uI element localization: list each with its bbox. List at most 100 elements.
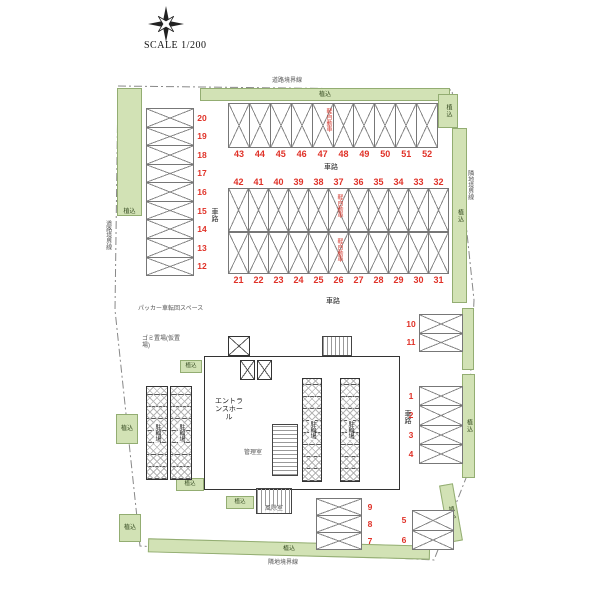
parking-space: 16 xyxy=(146,182,210,202)
parking-space: 45 xyxy=(269,103,292,160)
planting-area: 植込 xyxy=(119,514,141,542)
parking-space: 35 xyxy=(368,176,389,232)
stall-markings xyxy=(348,232,369,274)
stall-markings xyxy=(374,103,397,148)
parking-space: 1 xyxy=(403,386,463,407)
stall-markings xyxy=(388,188,409,232)
space-number: 39 xyxy=(293,177,304,187)
north-compass-icon xyxy=(148,6,184,42)
stall-markings xyxy=(146,200,194,221)
parking-space: 40 xyxy=(268,176,289,232)
elevator-shaft xyxy=(257,360,272,380)
space-number: 50 xyxy=(380,149,391,159)
entrance-hall-label: エントランスホール xyxy=(215,398,243,422)
garbage-area-label: ゴミ置場(仮置場) xyxy=(142,336,180,349)
space-number: 8 xyxy=(367,519,373,529)
space-number: 20 xyxy=(197,112,207,123)
space-number: 22 xyxy=(253,275,264,285)
planting-label: 植込 xyxy=(123,525,136,531)
stall-markings xyxy=(316,532,362,550)
stall-markings xyxy=(416,103,439,148)
space-number: 13 xyxy=(197,242,207,253)
bicycle-parking-tower: 駐輪場 xyxy=(170,386,192,480)
space-number: 47 xyxy=(317,149,328,159)
space-number: 31 xyxy=(433,275,444,285)
stall-markings xyxy=(419,443,463,464)
space-number: 38 xyxy=(313,177,324,187)
space-number: 43 xyxy=(233,149,244,159)
stall-markings xyxy=(328,232,349,274)
parking-space: 47 xyxy=(311,103,334,160)
road-boundary-label: 道路境界線 xyxy=(104,220,111,250)
parking-column-bottom-mid: 9 8 7 xyxy=(316,498,378,550)
stall-markings xyxy=(146,126,194,147)
parking-space: 25 xyxy=(308,232,329,286)
stall-markings xyxy=(412,529,454,550)
parking-space: 17 xyxy=(146,163,210,184)
stall-markings xyxy=(146,145,194,165)
space-number: 40 xyxy=(273,177,284,187)
stall-markings xyxy=(316,498,362,516)
drive-aisle-label: 車路 xyxy=(324,164,338,171)
parking-space: 18 xyxy=(146,145,210,165)
scale-label: SCALE 1/200 xyxy=(144,40,207,51)
space-number: 32 xyxy=(433,177,444,187)
stall-markings xyxy=(419,314,463,334)
stall-markings xyxy=(419,332,463,352)
space-number: 44 xyxy=(254,149,265,159)
windbreak-label: 風除室 xyxy=(264,506,283,513)
stall-markings xyxy=(146,182,194,202)
space-number: 23 xyxy=(273,275,284,285)
space-number: 9 xyxy=(367,502,373,512)
parking-space: 15 xyxy=(146,200,210,221)
parking-space: 13 xyxy=(146,237,210,258)
parking-space: 4 xyxy=(403,443,463,464)
stall-markings xyxy=(368,188,389,232)
planting-area xyxy=(462,308,474,370)
space-number: 24 xyxy=(293,275,304,285)
parking-space: 51 xyxy=(395,103,418,160)
truck-turnaround-label: パッカー車転回スペース xyxy=(138,306,204,312)
stall-markings xyxy=(388,232,409,274)
kei-car-label: 軽自動車 xyxy=(336,194,342,218)
elevator-shaft xyxy=(240,360,255,380)
stall-markings xyxy=(428,232,449,274)
space-number: 14 xyxy=(197,224,207,235)
parking-space: 34 xyxy=(388,176,409,232)
parking-space: 12 xyxy=(146,256,210,277)
space-number: 7 xyxy=(367,536,373,546)
space-number: 49 xyxy=(359,149,370,159)
stairs xyxy=(272,424,298,476)
parking-space: 28 xyxy=(368,232,389,286)
planting-label: 植込 xyxy=(185,362,197,369)
stall-markings xyxy=(311,103,334,148)
space-number: 42 xyxy=(233,177,244,187)
parking-space: 11 xyxy=(403,332,463,352)
planting-area: 植込 xyxy=(117,88,142,216)
service-structure xyxy=(228,336,250,356)
space-number: 52 xyxy=(422,149,433,159)
stall-markings xyxy=(308,232,329,274)
parking-space: 20 xyxy=(146,108,210,128)
space-number: 10 xyxy=(406,318,416,329)
space-number: 12 xyxy=(197,261,207,272)
space-number: 30 xyxy=(413,275,424,285)
planting-label: 植込 xyxy=(456,208,463,223)
space-number: 37 xyxy=(333,177,344,187)
planting-area: 植込 xyxy=(180,360,202,373)
stall-markings xyxy=(146,237,194,258)
parking-space: 10 xyxy=(403,314,463,334)
stall-markings xyxy=(353,103,376,148)
stall-markings xyxy=(146,256,194,277)
parking-space: 30 xyxy=(408,232,429,286)
exterior-stair xyxy=(322,336,352,356)
space-number: 2 xyxy=(408,410,414,421)
stall-markings xyxy=(228,188,249,232)
planting-label: 植込 xyxy=(234,498,246,505)
stall-markings xyxy=(290,103,313,148)
entrance-vestibule: 風除室 xyxy=(256,488,292,514)
kei-car-label: 軽自動車 xyxy=(325,108,331,132)
planting-label: 植込 xyxy=(465,419,472,433)
parking-space: 23 xyxy=(268,232,289,286)
parking-space: 8 xyxy=(316,515,378,533)
